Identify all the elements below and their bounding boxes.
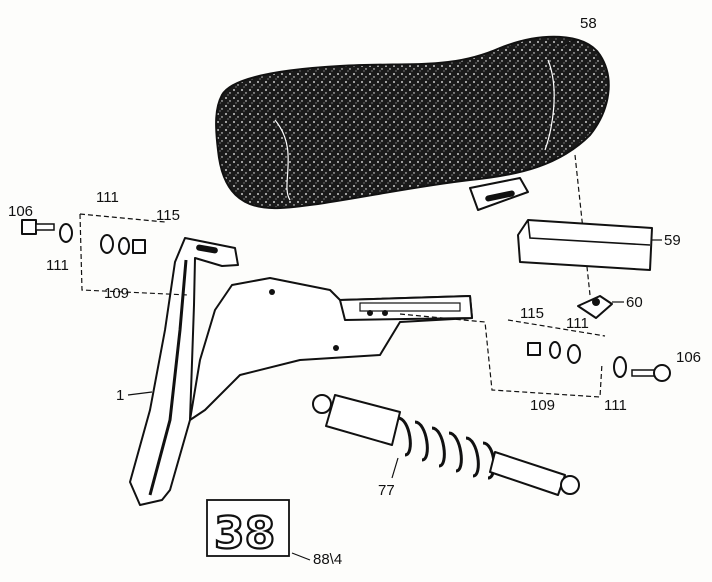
spacer-left xyxy=(118,237,130,255)
frame-support xyxy=(129,237,473,506)
nut-left xyxy=(132,239,146,254)
label-58: 58 xyxy=(580,15,597,32)
seat xyxy=(215,35,610,211)
nut-right xyxy=(527,342,541,356)
washer-left-inner xyxy=(100,234,114,254)
washer-right-outer xyxy=(613,356,627,378)
label-111-left-bottom: 111 xyxy=(46,257,69,274)
page-reference: 88\4 xyxy=(313,551,342,568)
leader-1 xyxy=(127,391,153,396)
guide-left xyxy=(79,213,189,296)
label-77: 77 xyxy=(378,482,395,499)
label-60: 60 xyxy=(626,294,643,311)
label-115-left: 115 xyxy=(156,207,180,224)
label-111-left-top: 111 xyxy=(96,189,119,206)
right-fastener-group xyxy=(527,341,671,382)
spacer-right xyxy=(549,341,561,359)
leader-page-ref xyxy=(291,552,311,561)
bolt-thread-left xyxy=(35,223,55,231)
page-badge: 38 xyxy=(206,499,290,560)
label-109-right: 109 xyxy=(530,397,555,414)
label-115-right: 115 xyxy=(520,305,544,322)
leader-77 xyxy=(391,457,399,479)
leader-58 xyxy=(561,39,576,47)
tray xyxy=(517,219,653,271)
badge-number: 38 xyxy=(214,508,275,559)
label-1: 1 xyxy=(116,387,124,404)
bolt-head-right xyxy=(653,364,671,382)
label-111-right-top: 111 xyxy=(566,315,589,332)
guide-right xyxy=(399,313,606,398)
knob xyxy=(577,295,613,319)
bolt-head-left xyxy=(21,219,37,235)
label-106-right: 106 xyxy=(676,349,701,366)
washer-left-outer xyxy=(59,223,73,243)
label-111-right-bottom: 111 xyxy=(604,397,627,414)
label-109-left: 109 xyxy=(104,285,129,302)
left-fastener-group xyxy=(21,219,146,255)
shock-absorber xyxy=(312,394,580,496)
washer-right-inner xyxy=(567,344,581,364)
label-106-left: 106 xyxy=(8,203,33,220)
label-59: 59 xyxy=(664,232,681,249)
